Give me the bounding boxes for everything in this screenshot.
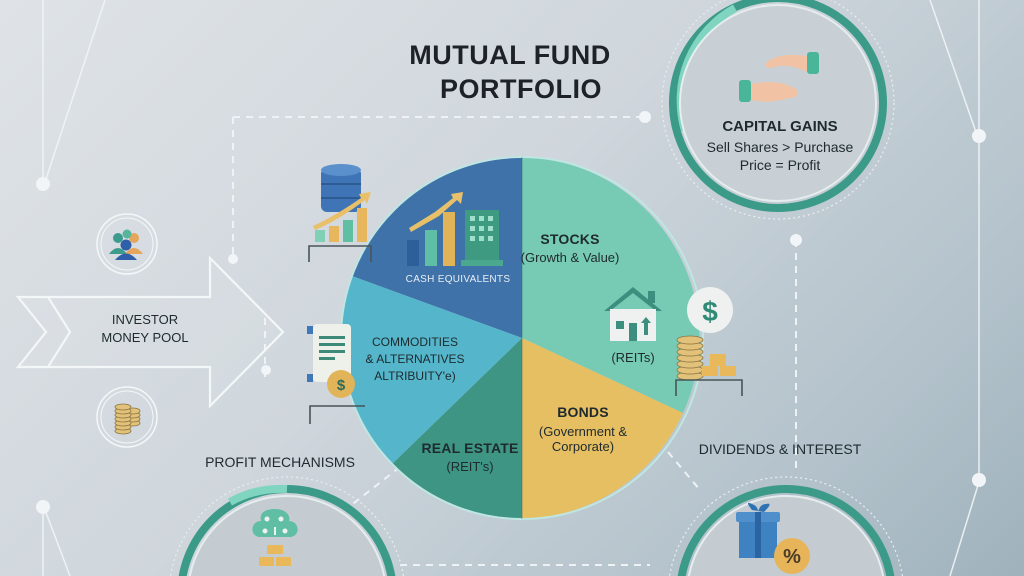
page-title: MUTUAL FUND PORTFOLIO bbox=[360, 38, 660, 106]
pie-slice-stocks bbox=[522, 157, 700, 413]
bonds-label: BONDS (Government & Corporate) bbox=[528, 404, 638, 454]
dividends-interest-label: DIVIDENDS & INTEREST bbox=[698, 441, 862, 457]
bonds-sub-1: (Government & bbox=[538, 424, 628, 439]
house-icon bbox=[604, 287, 662, 341]
commodities-sub-2: ALTRIBUITY'e) bbox=[374, 369, 456, 383]
gift-percent-icon: % bbox=[736, 502, 810, 574]
svg-text:%: % bbox=[783, 546, 801, 568]
capital-gains-heading: CAPITAL GAINS bbox=[722, 118, 838, 135]
svg-text:$: $ bbox=[337, 377, 346, 394]
pie-slice-bonds bbox=[522, 338, 683, 519]
capital-gains-label: CAPITAL GAINS Sell Shares > Purchase Pri… bbox=[690, 118, 870, 174]
bonds-heading: BONDS bbox=[557, 404, 609, 420]
reits-tag-label: (REITs) bbox=[611, 350, 655, 365]
commodities-label: COMMODITIES & ALTERNATIVES ALTRIBUITY'e) bbox=[360, 334, 470, 385]
growth-chart-building-icon bbox=[407, 192, 503, 266]
real-estate-label: REAL ESTATE (REIT's) bbox=[418, 440, 522, 474]
dollar-coin-gold-bars-icon: $ bbox=[675, 287, 743, 396]
real-estate-heading: REAL ESTATE bbox=[421, 440, 519, 456]
oil-barrel-chart-icon bbox=[308, 164, 372, 262]
pie-slice-commodities bbox=[341, 276, 522, 464]
investor-pool-line-2: MONEY POOL bbox=[101, 330, 189, 345]
stocks-heading: STOCKS bbox=[540, 231, 600, 247]
investor-pool-line-1: INVESTOR bbox=[111, 312, 179, 327]
investor-pool-label: INVESTOR MONEY POOL bbox=[85, 311, 205, 347]
capital-gains-line-1: Sell Shares > Purchase bbox=[706, 139, 854, 155]
stocks-label: STOCKS (Growth & Value) bbox=[510, 231, 630, 265]
title-line-2: PORTFOLIO bbox=[440, 74, 602, 104]
cash-equivalents-label: CASH EQUIVALENTS bbox=[405, 274, 511, 285]
document-coin-icon: $ bbox=[307, 324, 365, 424]
capital-gains-line-2: Price = Profit bbox=[739, 157, 821, 173]
coin-stack-icon bbox=[96, 386, 158, 448]
handshake-icon bbox=[739, 52, 819, 102]
bonds-sub-2: Corporate) bbox=[551, 439, 615, 454]
title-line-1: MUTUAL FUND bbox=[409, 40, 611, 70]
profit-mechanisms-label: PROFIT MECHANISMS bbox=[205, 454, 355, 470]
svg-text:$: $ bbox=[702, 296, 718, 327]
commodities-heading: COMMODITIES bbox=[372, 335, 458, 349]
stocks-sub: (Growth & Value) bbox=[520, 250, 620, 265]
money-tree-gold-icon bbox=[252, 509, 298, 566]
investors-group-icon bbox=[96, 213, 158, 275]
real-estate-sub: (REIT's) bbox=[446, 459, 494, 474]
pie-slice-real-estate bbox=[392, 338, 522, 519]
commodities-sub-1: & ALTERNATIVES bbox=[365, 352, 465, 366]
capital-gains-ring bbox=[661, 0, 895, 220]
